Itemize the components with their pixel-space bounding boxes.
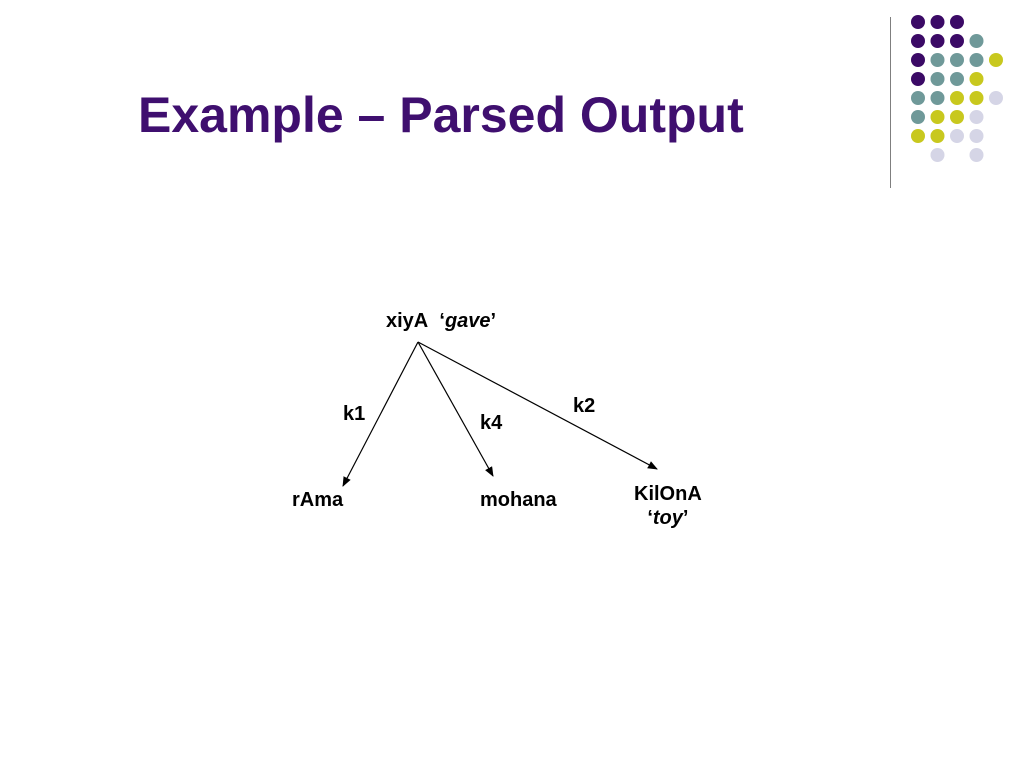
- decorative-dot: [950, 53, 964, 67]
- decorative-dot: [930, 148, 945, 162]
- decorative-dot: [950, 15, 964, 29]
- root-node: xiyA ‘gave’: [386, 311, 496, 331]
- decorative-dot: [969, 148, 984, 162]
- edge-label-k4: k4: [480, 412, 503, 434]
- decorative-dot: [950, 129, 964, 143]
- decorative-dot: [950, 110, 964, 124]
- kilona-gloss-line: ‘toy’: [634, 506, 702, 530]
- decorative-dot: [969, 72, 984, 86]
- decorative-dot: [930, 91, 945, 105]
- kilona-close-quote: ’: [682, 507, 689, 529]
- decorative-dot: [911, 110, 925, 124]
- slide-title: Example – Parsed Output: [138, 87, 744, 143]
- decorative-dot: [930, 15, 945, 29]
- edge-root-to-rama: [342, 341, 419, 487]
- decorative-dot: [989, 91, 1003, 105]
- decorative-dot: [969, 91, 984, 105]
- decorative-dot: [911, 129, 925, 143]
- decorative-dot: [911, 34, 925, 48]
- kilona-open-quote: ‘: [647, 507, 653, 529]
- decorative-dot: [930, 110, 945, 124]
- decorative-divider: [890, 17, 891, 188]
- decorative-dot: [930, 34, 945, 48]
- decorative-dot: [911, 91, 925, 105]
- decorative-dot: [950, 72, 964, 86]
- decorative-dot: [930, 53, 945, 67]
- decorative-dot: [911, 15, 925, 29]
- decorative-dot: [969, 34, 984, 48]
- child-node-kilona: KilOnA ‘toy’: [634, 482, 702, 530]
- root-word: xiyA: [386, 310, 429, 332]
- decorative-dot: [950, 91, 964, 105]
- edge-label-k1: k1: [343, 403, 366, 425]
- edge-label-k2: k2: [573, 395, 596, 417]
- decorative-dot: [950, 34, 964, 48]
- edge-root-to-kilona: [417, 341, 658, 470]
- child-node-mohana: mohana: [480, 489, 557, 511]
- root-open-quote: ‘: [439, 310, 445, 332]
- kilona-gloss: toy: [652, 507, 683, 529]
- decorative-dot: [930, 72, 945, 86]
- decorative-dot: [969, 129, 984, 143]
- child-node-rama: rAma: [292, 489, 344, 511]
- decorative-dot: [989, 53, 1003, 67]
- decorative-dot: [969, 110, 984, 124]
- decorative-dot: [930, 129, 945, 143]
- root-gloss: gave: [444, 310, 491, 332]
- decorative-dot: [911, 53, 925, 67]
- edge-root-to-mohana: [417, 341, 494, 477]
- decorative-dot-grid: [911, 15, 1003, 162]
- decorative-dot: [911, 72, 925, 86]
- kilona-word: KilOnA: [634, 483, 702, 505]
- decorative-dot: [969, 53, 984, 67]
- root-close-quote: ’: [490, 310, 497, 332]
